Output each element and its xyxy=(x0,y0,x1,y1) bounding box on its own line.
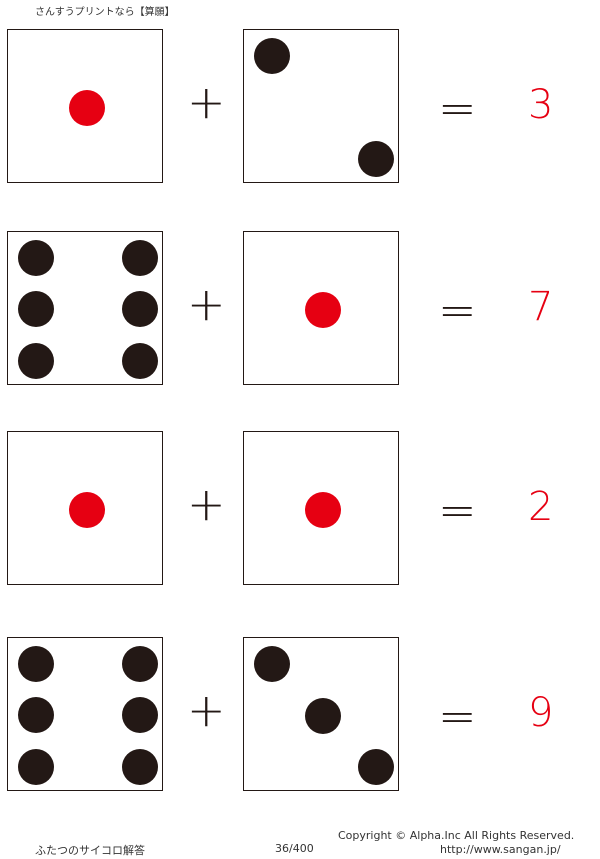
die-right xyxy=(243,29,399,183)
pip xyxy=(254,38,290,74)
pip xyxy=(305,698,341,734)
pip xyxy=(305,492,341,528)
footer-title: ふたつのサイコロ解答 xyxy=(35,844,145,857)
pip xyxy=(18,646,54,682)
die-left xyxy=(7,431,163,585)
problem-row: + = 3 xyxy=(0,29,600,186)
pip xyxy=(122,291,158,327)
answer: 2 xyxy=(528,484,554,530)
copyright: Copyright © Alpha.Inc All Rights Reserve… xyxy=(338,829,575,842)
plus-sign: + xyxy=(187,277,226,331)
page-number: 36/400 xyxy=(275,842,314,855)
pip xyxy=(18,240,54,276)
plus-sign: + xyxy=(187,75,226,129)
answer: 3 xyxy=(528,82,554,128)
equals-sign: = xyxy=(438,283,477,337)
problem-row: + = 7 xyxy=(0,231,600,388)
header-title: さんすうプリントなら【算願】 xyxy=(35,7,175,18)
die-left xyxy=(7,231,163,385)
problem-row: + = 9 xyxy=(0,637,600,794)
answer: 9 xyxy=(528,690,554,736)
die-right xyxy=(243,231,399,385)
die-right xyxy=(243,431,399,585)
plus-sign: + xyxy=(187,683,226,737)
equals-sign: = xyxy=(438,81,477,135)
answer: 7 xyxy=(528,284,554,330)
die-left xyxy=(7,29,163,183)
die-right xyxy=(243,637,399,791)
equals-sign: = xyxy=(438,689,477,743)
problem-row: + = 2 xyxy=(0,431,600,588)
pip xyxy=(122,240,158,276)
pip xyxy=(69,90,105,126)
pip xyxy=(69,492,105,528)
site-url[interactable]: http://www.sangan.jp/ xyxy=(440,843,561,856)
pip xyxy=(358,749,394,785)
die-left xyxy=(7,637,163,791)
pip xyxy=(122,697,158,733)
pip xyxy=(122,749,158,785)
pip xyxy=(122,646,158,682)
pip xyxy=(18,697,54,733)
equals-sign: = xyxy=(438,483,477,537)
pip xyxy=(254,646,290,682)
plus-sign: + xyxy=(187,477,226,531)
pip xyxy=(358,141,394,177)
pip xyxy=(18,343,54,379)
pip xyxy=(305,292,341,328)
pip xyxy=(122,343,158,379)
pip xyxy=(18,749,54,785)
pip xyxy=(18,291,54,327)
